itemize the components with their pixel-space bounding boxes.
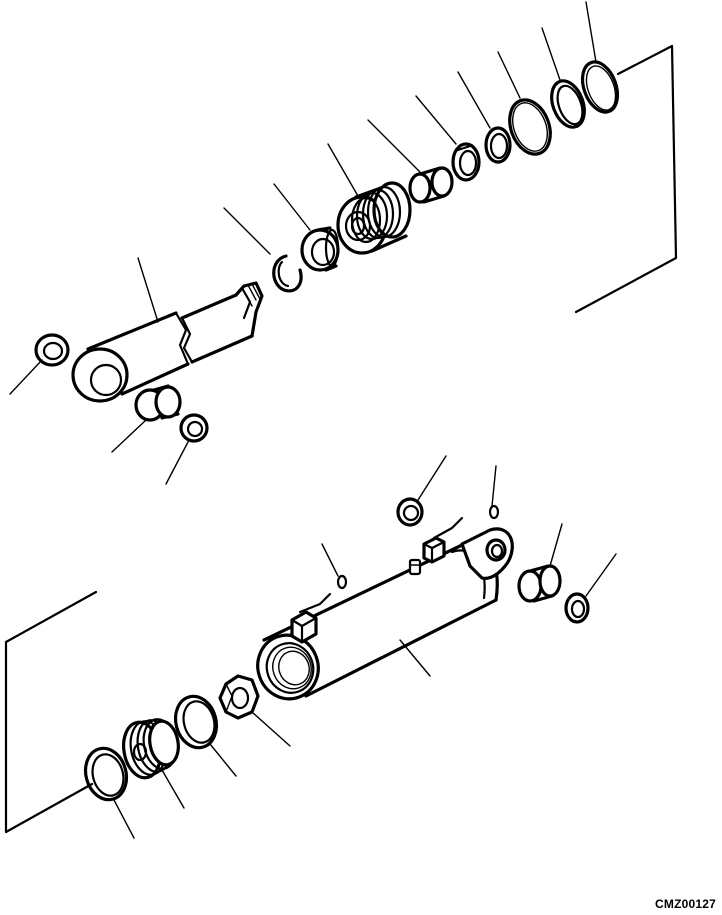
lower-bracket: [4, 590, 98, 834]
grease-fitting-right: [488, 465, 500, 520]
dust-seal: [273, 183, 340, 272]
cylinder-tube: [256, 516, 514, 701]
o-ring-head-large: [580, 1, 620, 114]
piston-ring: [83, 746, 135, 839]
piston: [122, 718, 185, 809]
piston-nut: [218, 674, 291, 747]
wear-ring: [173, 694, 237, 777]
bottom-bushing: [517, 523, 563, 603]
rod-end-small-seal: [165, 413, 209, 485]
grease-fitting-left: [321, 543, 348, 590]
backup-ring-head: [541, 27, 586, 129]
o-ring-head: [497, 51, 552, 156]
figure-code: CMZ00127: [655, 897, 716, 911]
head-bushing: [367, 119, 454, 204]
cylinder-head: [327, 143, 412, 255]
snap-ring: [223, 207, 303, 293]
upper-bracket: [574, 44, 678, 314]
rod-end-bushing: [111, 384, 182, 453]
bottom-small-seal: [564, 553, 617, 624]
piston-rod: [71, 257, 264, 403]
buffer-ring: [457, 71, 512, 164]
tube-seal-ring: [396, 455, 447, 527]
rod-end-seal: [9, 333, 70, 395]
rod-packing: [415, 95, 481, 182]
